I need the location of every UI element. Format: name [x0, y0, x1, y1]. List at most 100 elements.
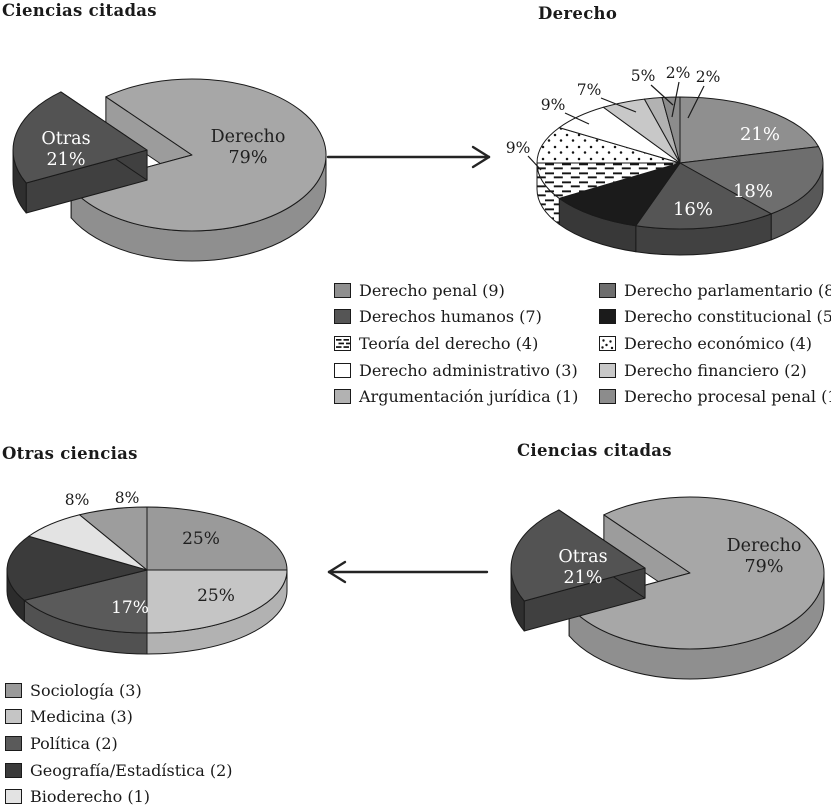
legend-derecho-column-right: Derecho parlamentario (8) Derecho constit… [599, 277, 831, 410]
pie-slice-label-sociologia: 25% [182, 529, 220, 549]
legend-swatch [334, 389, 351, 405]
pie-slice-otras [510, 509, 646, 602]
legend-item-label: Medicina (3) [30, 707, 133, 727]
legend-item-sociologia: Sociología (3) [5, 677, 233, 704]
pie-slice-derecho-parlamentario [679, 146, 824, 215]
legend-item-bioderecho: Bioderecho (1) [5, 783, 233, 807]
legend-swatch [599, 389, 616, 405]
pie-slice-derecho [568, 496, 825, 650]
legend-derecho-column-left: Derecho penal (9) Derechos humanos (7) Teo… [334, 277, 578, 410]
legend-swatch [599, 362, 616, 378]
pie-slice-label-derecho-parlamentario: 18% [733, 181, 773, 202]
legend-item-label: Política (2) [30, 733, 118, 753]
legend-item-label: Derecho parlamentario (8) [624, 280, 831, 300]
legend-item-derechos-humanos: Derechos humanos (7) [334, 304, 578, 331]
legend-item-derecho-administrativo: Derecho administrativo (3) [334, 357, 578, 384]
legend-swatch [5, 682, 22, 698]
legend-item-medicina: Medicina (3) [5, 704, 233, 731]
pie-slice-sociologia [146, 506, 288, 571]
pie-slice-group-otras-ciencias-5 [79, 506, 148, 571]
legend-item-derecho-parlamentario: Derecho parlamentario (8) [599, 277, 831, 304]
label-leader-line [600, 97, 637, 113]
legend-item-label: Geografía/Estadística (2) [30, 760, 233, 780]
pie-slice-group-geografia-estadistica [6, 535, 148, 622]
label-leader-line [671, 81, 680, 118]
legend-item-derecho-economico: Derecho económico (4) [599, 330, 831, 357]
pie-slice-teoria-del-derecho [536, 162, 681, 199]
label-leader-line [650, 84, 674, 106]
pie-slice-derechos-humanos [635, 162, 772, 230]
pie-slice-label-derecho-economico: 9% [541, 96, 566, 114]
arrow-ciencias-to-derecho [326, 145, 491, 169]
label-leader-line [527, 155, 542, 171]
legend-swatch [5, 735, 22, 751]
chart-title-ciencias-citadas-bottom: Ciencias citadas [517, 441, 672, 460]
pie-slice-derecho-procesal-penal [661, 96, 681, 164]
legend-swatch-dots-pattern [599, 335, 616, 351]
legend-item-label: Derecho procesal penal (1) [624, 387, 831, 407]
pie-slice-otras [12, 91, 148, 184]
legend-swatch [334, 309, 351, 325]
pie-otras-ciencias: 25%25%17%8%8% [6, 489, 288, 655]
legend-item-derecho-financiero: Derecho financiero (2) [599, 357, 831, 384]
pie-slice-medicina [146, 569, 288, 634]
label-leader-line [564, 112, 590, 125]
pie-slice-label-teoria-del-derecho: 9% [506, 139, 531, 157]
pie-slice-label-derechos-humanos: 16% [673, 199, 713, 220]
pie-slice-otras-ciencias-5 [79, 506, 148, 571]
pie-slice-group-sociologia [146, 506, 288, 571]
legend-swatch [599, 282, 616, 298]
legend-item-derecho-constitucional: Derecho constitucional (5) [599, 304, 831, 331]
legend-item-label: Teoría del derecho (4) [359, 333, 539, 353]
legend-item-geografia-estadistica: Geografía/Estadística (2) [5, 757, 233, 784]
legend-item-label: Derecho administrativo (3) [359, 360, 578, 380]
pie-slice-geografia-estadistica [6, 535, 148, 601]
legend-swatch [5, 762, 22, 778]
pie-slice-group-derecho-economico [536, 127, 681, 164]
pie-slice-derecho [70, 78, 327, 232]
legend-item-label: Derecho penal (9) [359, 280, 505, 300]
pie-derecho-breakdown: 21% 18% 16% 9% 9% 7% 5% 2% 2% [506, 64, 824, 256]
legend-item-label: Derecho económico (4) [624, 333, 813, 353]
pie-slice-group-otras [510, 509, 646, 632]
arrow-ciencias-to-otras [327, 560, 489, 584]
legend-swatch [334, 282, 351, 298]
legend-otras-ciencias: Sociología (3) Medicina (3) Política (2) Ge… [5, 677, 233, 807]
legend-item-label: Derecho financiero (2) [624, 360, 807, 380]
legend-swatch [599, 309, 616, 325]
pie-slice-label-derecho-financiero: 5% [631, 67, 656, 85]
pie-slice-label-pct: 8% [115, 489, 140, 507]
pie-slice-label-derecho-administrativo: 7% [577, 81, 602, 99]
legend-item-argumentacion-juridica: Argumentación jurídica (1) [334, 383, 578, 410]
pie-slice-label-politica: 17% [111, 598, 149, 618]
pie-slice-group-otras [12, 91, 148, 214]
pie-slice-group-derecho [568, 496, 825, 680]
legend-swatch [5, 789, 22, 805]
pie-slice-group-teoria-del-derecho [536, 162, 681, 225]
pie-slice-politica [23, 569, 148, 634]
legend-swatch-dash-pattern [334, 335, 351, 351]
pie-slice-derecho-constitucional [558, 162, 681, 227]
legend-item-label: Derechos humanos (7) [359, 307, 542, 327]
pie-slice-group-medicina [146, 569, 288, 655]
label-leader-line [687, 85, 705, 119]
pie-slice-label-derecho-penal: 21% [740, 124, 780, 145]
legend-item-teoria-del-derecho: Teoría del derecho (4) [334, 330, 578, 357]
pie-slice-label-bioderecho: 8% [65, 491, 90, 509]
legend-item-label: Argumentación jurídica (1) [359, 387, 579, 407]
chart-title-otras-ciencias: Otras ciencias [2, 444, 138, 463]
legend-swatch [5, 709, 22, 725]
pie-slice-group-derecho-parlamentario [679, 146, 824, 241]
legend-item-label: Derecho constitucional (5) [624, 307, 831, 327]
pie-slice-label-derecho-procesal-penal: 2% [696, 68, 721, 86]
pie-slice-label-argumentacion-juridica: 2% [666, 64, 691, 82]
legend-item-label: Sociología (3) [30, 680, 142, 700]
pie-slice-group-derecho-procesal-penal [661, 96, 681, 164]
legend-item-label: Bioderecho (1) [30, 787, 150, 807]
pie-slice-group-politica [23, 569, 148, 655]
